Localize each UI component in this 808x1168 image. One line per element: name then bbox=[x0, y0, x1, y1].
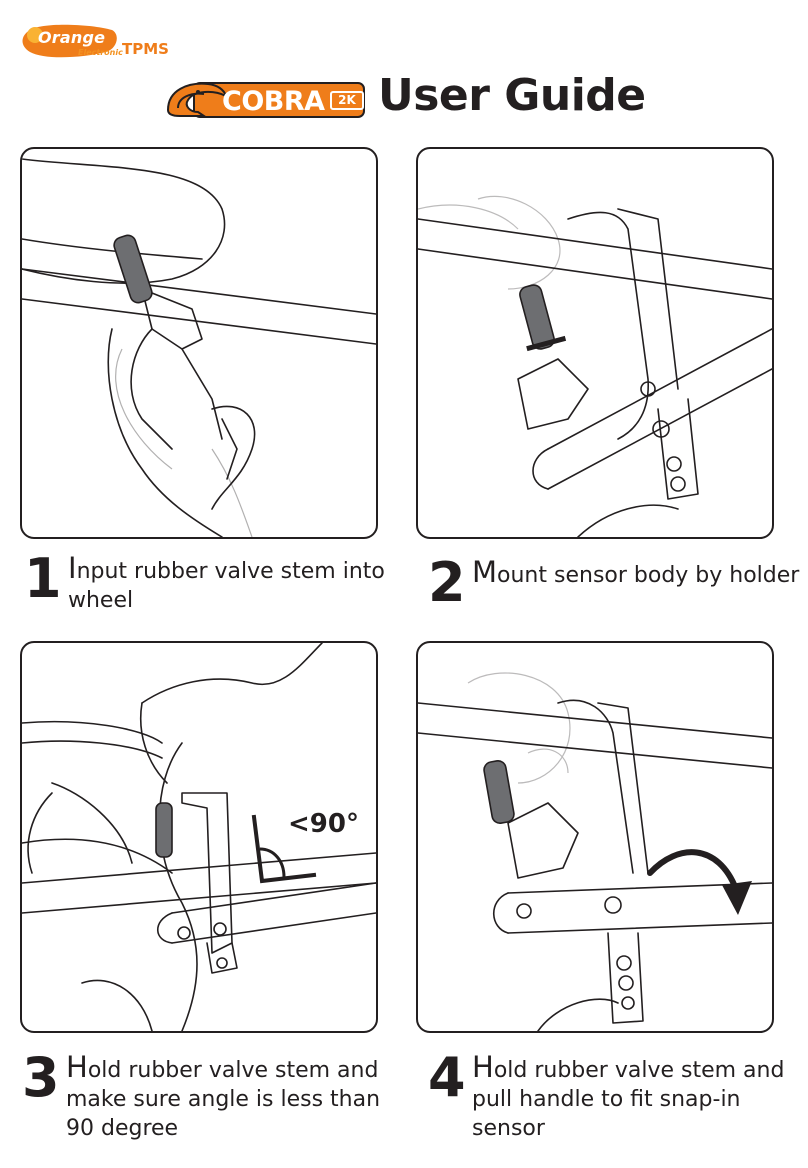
product-suffix: 2K bbox=[330, 91, 364, 110]
brand-sub: Electronic bbox=[78, 48, 123, 57]
pull-handle-drawing bbox=[418, 672, 772, 1031]
step-text: Hold rubber valve stem and pull handle t… bbox=[472, 1050, 785, 1142]
page-header: COBRA 2K User Guide bbox=[164, 70, 646, 130]
angle-label: <90° bbox=[288, 809, 359, 839]
angle-check-drawing bbox=[22, 643, 376, 1031]
orange-electronic-logo: Orange Electronic TPMS bbox=[22, 24, 169, 66]
step-4-illustration bbox=[416, 641, 774, 1033]
sensor-mount-drawing bbox=[418, 195, 772, 537]
step-number: 1 bbox=[24, 547, 62, 610]
step-text: Hold rubber valve stem and make sure ang… bbox=[66, 1050, 381, 1142]
step-1-illustration bbox=[20, 147, 378, 539]
product-name: COBRA bbox=[222, 86, 325, 117]
step-number: 3 bbox=[22, 1046, 60, 1109]
step-3-illustration: <90° bbox=[20, 641, 378, 1033]
step-number: 4 bbox=[428, 1046, 466, 1109]
step-text: Input rubber valve stem into wheel bbox=[68, 551, 385, 614]
arrow-icon bbox=[647, 849, 752, 915]
cobra-badge-shape bbox=[166, 82, 365, 118]
step-2-illustration bbox=[416, 147, 774, 539]
brand-product-line: TPMS bbox=[122, 40, 169, 58]
valve-insert-drawing bbox=[22, 158, 376, 537]
angle-indicator bbox=[251, 814, 317, 884]
brand-name: Orange bbox=[38, 28, 106, 47]
step-text: Mount sensor body by holder bbox=[472, 555, 800, 589]
step-number: 2 bbox=[428, 551, 466, 614]
page-title: User Guide bbox=[378, 70, 646, 121]
orange-logo-shape bbox=[22, 24, 117, 58]
cobra-logo: COBRA 2K bbox=[164, 80, 370, 120]
